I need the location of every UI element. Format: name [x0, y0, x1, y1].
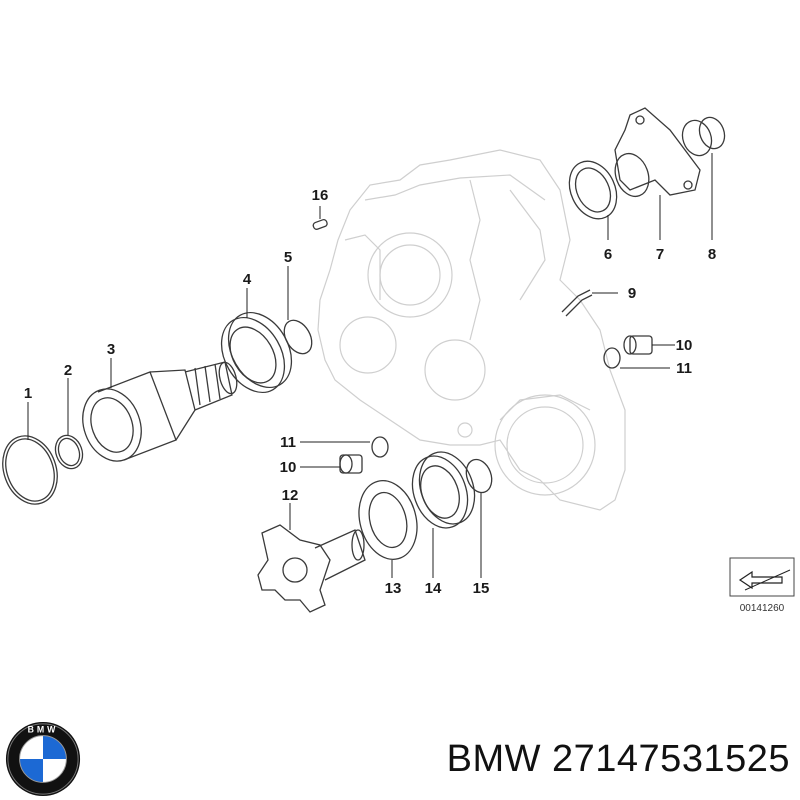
- callout-7: 7: [656, 246, 664, 263]
- o-ring-5: [283, 319, 313, 355]
- callout-13: 13: [385, 580, 402, 597]
- callout-2: 2: [64, 362, 72, 379]
- callout-15: 15: [473, 580, 490, 597]
- callout-9: 9: [628, 285, 636, 302]
- plug-10-bottom: [339, 454, 363, 474]
- callout-4: 4: [243, 271, 252, 288]
- callout-10-bottom: 10: [280, 459, 297, 476]
- reference-code: 00141260: [740, 603, 785, 614]
- o-ring-large: [2, 435, 58, 505]
- dowel-pin: [312, 218, 328, 230]
- cap-8: [681, 116, 726, 157]
- seal-13: [358, 480, 418, 560]
- callout-16: 16: [312, 187, 329, 204]
- transfer-case-housing: [317, 149, 626, 511]
- ring-6-inner: [574, 167, 612, 213]
- ring-6: [568, 160, 618, 220]
- leader-lines: [27, 153, 713, 578]
- callout-11-top: 11: [676, 360, 692, 377]
- logo-lettering: BMW: [28, 725, 59, 735]
- direction-arrow-icon: [738, 570, 783, 590]
- callout-14: 14: [425, 580, 442, 597]
- part-number-caption: BMW 27147531525: [446, 738, 790, 780]
- callout-11-bottom: 11: [280, 434, 296, 451]
- output-shaft: [82, 361, 238, 462]
- callout-3: 3: [107, 341, 115, 358]
- snap-ring-inner: [57, 437, 81, 467]
- breather-pipe: [561, 289, 593, 317]
- flange-7: [614, 107, 701, 198]
- bearing-14: [411, 451, 476, 529]
- callout-12: 12: [282, 487, 299, 504]
- callout-1: 1: [24, 385, 32, 402]
- flange-12: [257, 524, 366, 613]
- bmw-logo: BMW: [5, 721, 81, 797]
- seal-ring-11-bottom: [371, 436, 389, 458]
- snap-ring: [54, 434, 84, 470]
- o-ring-15: [465, 458, 493, 494]
- reference-box: 00141260: [729, 557, 795, 614]
- callout-5: 5: [284, 249, 292, 266]
- callout-8: 8: [708, 246, 716, 263]
- callout-labels: 1 2 3 4 5 6 7 8 9 10 11 11 10 12 13 14 1…: [24, 187, 716, 597]
- o-ring-large-inner: [5, 438, 55, 502]
- seal-ring-11-top: [603, 347, 621, 369]
- callout-6: 6: [604, 246, 612, 263]
- callout-10-top: 10: [676, 337, 693, 354]
- plug-10-top: [623, 335, 653, 355]
